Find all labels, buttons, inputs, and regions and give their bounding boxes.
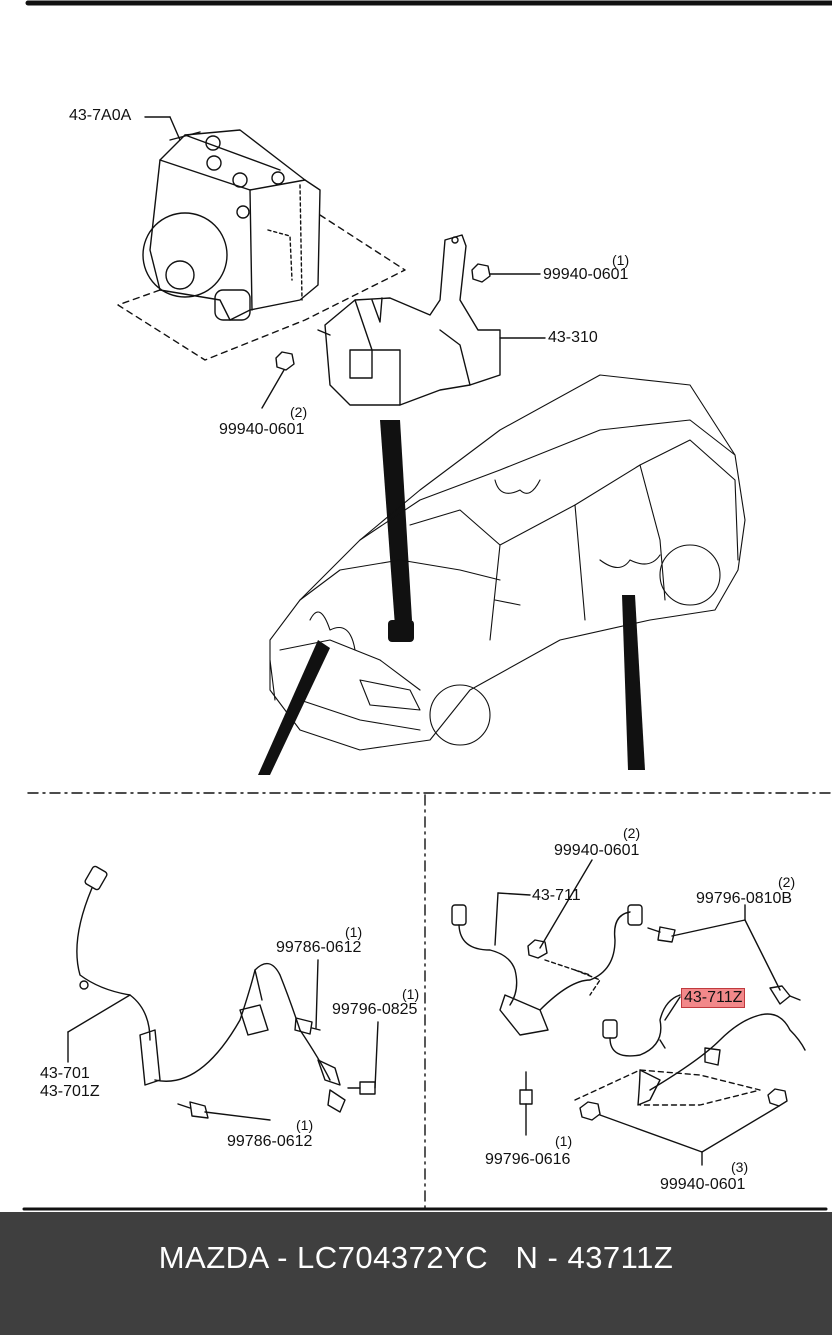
abs-hydraulic-unit — [142, 129, 321, 321]
label-rear-bolt-lower: 99796-0616 — [485, 1151, 571, 1168]
part-number-caption: MAZDA - LC704372YC N - 43711Z — [158, 1240, 674, 1275]
vehicle-outline — [269, 374, 746, 751]
label-nut-top-left: 99940-0601 — [219, 421, 305, 438]
exploded-view-drawing — [22, 0, 832, 1211]
rear-nut-top — [527, 859, 593, 959]
qty-bolt-front-lower: (1) — [296, 1117, 314, 1133]
label-hydraulic-unit: 43-7A0A — [69, 107, 132, 124]
label-rear-nut-top: 99940-0601 — [554, 842, 640, 859]
front-bolt-mid — [347, 1021, 379, 1095]
label-front-sensor-z: 43-701Z — [40, 1083, 100, 1100]
rear-wheel-speed-sensor — [451, 904, 643, 1036]
parts-diagram: 43-7A0A (1) 99940-0601 43-310 (2) 99940-… — [22, 0, 832, 1211]
qty-nut-top-left: (2) — [290, 404, 308, 420]
front-wheel-speed-sensor — [76, 865, 346, 1113]
qty-nut-top-right: (1) — [612, 252, 630, 268]
nut-top-left — [261, 351, 295, 409]
qty-rear-nut-lower: (3) — [731, 1159, 749, 1175]
mounting-bracket — [317, 234, 501, 406]
label-bolt-front-mid: 99796-0825 — [332, 1001, 418, 1018]
qty-bolt-front-upper: (1) — [345, 924, 363, 940]
qty-rear-nut-top: (2) — [623, 825, 641, 841]
part-info-footer: MAZDA - LC704372YC N - 43711Z — [0, 1212, 832, 1335]
qty-bolt-front-mid: (1) — [402, 986, 420, 1002]
label-bolt-front-upper: 99786-0612 — [276, 939, 362, 956]
nut-top-right — [471, 263, 541, 283]
qty-rear-bolt-top: (2) — [778, 874, 796, 890]
qty-rear-bolt-lower: (1) — [555, 1133, 573, 1149]
rear-bolt-lower — [519, 1071, 533, 1136]
front-bolt-lower — [177, 1101, 271, 1121]
label-rear-sensor-z-highlighted[interactable]: 43-711Z — [681, 988, 746, 1008]
label-rear-sensor: 43-711 — [532, 887, 581, 904]
label-nut-top-right: 99940-0601 — [543, 266, 629, 283]
label-front-sensor: 43-701 — [40, 1065, 90, 1082]
rear-wheel-speed-sensor-z — [574, 994, 806, 1106]
front-bolt-upper — [294, 959, 321, 1035]
rear-nut-lower — [579, 1088, 788, 1166]
label-rear-bolt-top: 99796-0810B — [696, 890, 793, 907]
label-bolt-front-lower: 99786-0612 — [227, 1133, 313, 1150]
rear-bolt-top — [647, 904, 801, 1005]
label-rear-nut-lower: 99940-0601 — [660, 1176, 746, 1193]
label-bracket: 43-310 — [548, 329, 598, 346]
